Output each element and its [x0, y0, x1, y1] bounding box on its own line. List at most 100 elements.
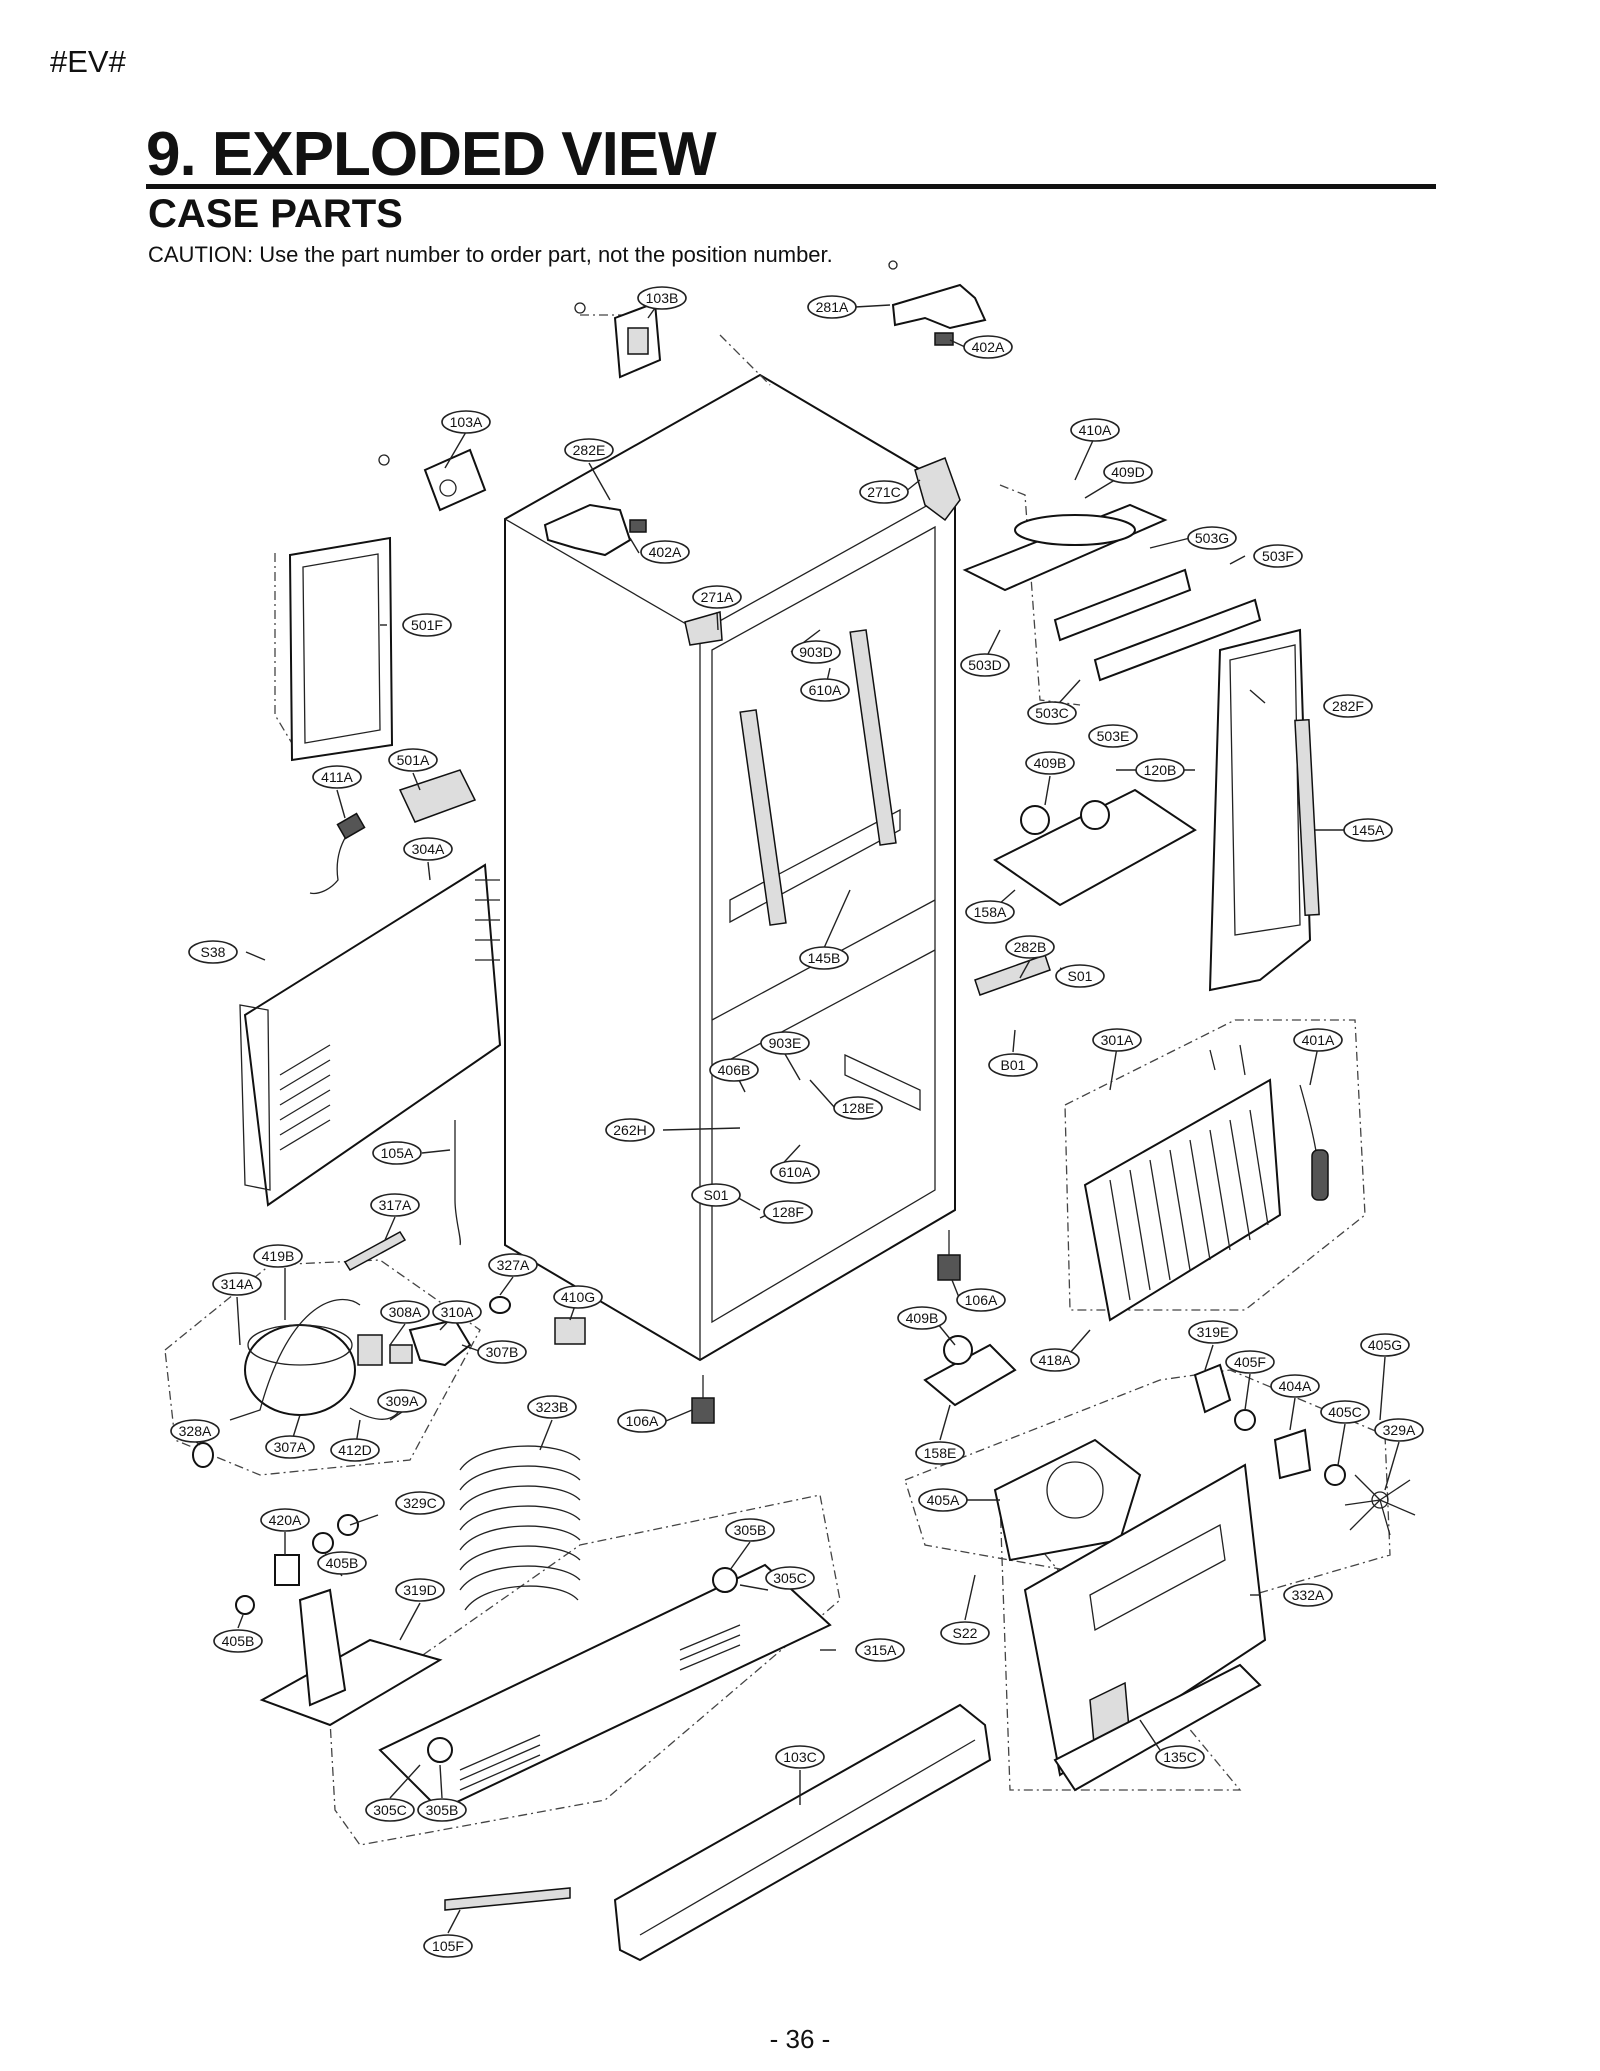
- callout-text: 158A: [974, 904, 1007, 920]
- callout-327a: 327A: [488, 1253, 538, 1277]
- callout-text: S01: [704, 1187, 729, 1203]
- callout-text: 120B: [1144, 762, 1177, 778]
- callout-420a: 420A: [260, 1508, 310, 1532]
- callout-text: 307A: [274, 1439, 307, 1455]
- callout-text: 319D: [403, 1582, 436, 1598]
- callout-410a: 410A: [1070, 418, 1120, 442]
- callout-319d: 319D: [395, 1578, 445, 1602]
- callout-text: 106A: [626, 1413, 659, 1429]
- callout-304a: 304A: [403, 837, 453, 861]
- callout-text: 106A: [965, 1292, 998, 1308]
- callout-308a: 308A: [380, 1300, 430, 1324]
- callout-282e: 282E: [564, 438, 614, 462]
- callout-106a: 106A: [617, 1409, 667, 1433]
- callout-text: 404A: [1279, 1378, 1312, 1394]
- callout-text: 319E: [1197, 1324, 1230, 1340]
- callout-409d: 409D: [1103, 460, 1153, 484]
- callout-128e: 128E: [833, 1096, 883, 1120]
- callout-text: 610A: [809, 682, 842, 698]
- callout-text: 315A: [864, 1642, 897, 1658]
- callout-135c: 135C: [1155, 1745, 1205, 1769]
- callout-text: 314A: [221, 1276, 254, 1292]
- callout-text: 401A: [1302, 1032, 1335, 1048]
- callout-503f: 503F: [1253, 544, 1303, 568]
- callout-145a: 145A: [1343, 818, 1393, 842]
- callout-145b: 145B: [799, 946, 849, 970]
- callout-text: 135C: [1163, 1749, 1196, 1765]
- callout-323b: 323B: [527, 1395, 577, 1419]
- callout-text: 503F: [1262, 548, 1294, 564]
- callout-text: 332A: [1292, 1587, 1325, 1603]
- callout-262h: 262H: [605, 1118, 655, 1142]
- callout-903d: 903D: [791, 640, 841, 664]
- callout-307a: 307A: [265, 1435, 315, 1459]
- callout-text: 308A: [389, 1304, 422, 1320]
- callout-317a: 317A: [370, 1193, 420, 1217]
- callout-text: S38: [201, 944, 226, 960]
- callout-text: 903E: [769, 1035, 802, 1051]
- callout-401a: 401A: [1293, 1028, 1343, 1052]
- callout-281a: 281A: [807, 295, 857, 319]
- callout-s01: S01: [1055, 964, 1105, 988]
- callout-text: 409B: [1034, 755, 1067, 771]
- callout-text: 310A: [441, 1304, 474, 1320]
- callout-120b: 120B: [1135, 758, 1185, 782]
- callout-text: 158E: [924, 1445, 957, 1461]
- callout-305c: 305C: [365, 1798, 415, 1822]
- callout-text: 503E: [1097, 728, 1130, 744]
- callout-text: 304A: [412, 841, 445, 857]
- callout-105f: 105F: [423, 1934, 473, 1958]
- callout-405f: 405F: [1225, 1350, 1275, 1374]
- callout-text: S22: [953, 1625, 978, 1641]
- callout-text: 405F: [1234, 1354, 1266, 1370]
- callout-503d: 503D: [960, 653, 1010, 677]
- callout-text: 282B: [1014, 939, 1047, 955]
- callout-text: 128E: [842, 1100, 875, 1116]
- callout-text: 323B: [536, 1399, 569, 1415]
- callout-328a: 328A: [170, 1419, 220, 1443]
- callout-103a: 103A: [441, 410, 491, 434]
- callout-text: 409B: [906, 1310, 939, 1326]
- callout-503g: 503G: [1187, 526, 1237, 550]
- callout-text: 903D: [799, 644, 832, 660]
- callout-309a: 309A: [377, 1389, 427, 1413]
- callout-301a: 301A: [1092, 1028, 1142, 1052]
- callout-s22: S22: [940, 1621, 990, 1645]
- callout-503c: 503C: [1027, 701, 1077, 725]
- callout-501f: 501F: [402, 613, 452, 637]
- page-number: - 36 -: [769, 2024, 831, 2054]
- callout-text: 419B: [262, 1248, 295, 1264]
- callout-text: 301A: [1101, 1032, 1134, 1048]
- parts: [192, 260, 1416, 1962]
- callout-text: S01: [1068, 968, 1093, 984]
- callout-text: 128F: [772, 1204, 804, 1220]
- callout-text: 327A: [497, 1257, 530, 1273]
- callout-text: 405A: [927, 1492, 960, 1508]
- callout-text: 501F: [411, 617, 443, 633]
- callout-305c: 305C: [765, 1566, 815, 1590]
- callout-405c: 405C: [1320, 1400, 1370, 1424]
- section-subtitle: CASE PARTS: [148, 192, 403, 236]
- callout-text: 402A: [972, 339, 1005, 355]
- callout-text: 305B: [426, 1802, 459, 1818]
- callout-s01: S01: [691, 1183, 741, 1207]
- callout-text: 503C: [1035, 705, 1068, 721]
- page-title: 9. EXPLODED VIEW: [146, 120, 717, 189]
- callout-402a: 402A: [640, 540, 690, 564]
- callout-text: 329A: [1383, 1422, 1416, 1438]
- callout-332a: 332A: [1283, 1583, 1333, 1607]
- callout-402a: 402A: [963, 335, 1013, 359]
- callout-329a: 329A: [1374, 1418, 1424, 1442]
- callout-405g: 405G: [1360, 1333, 1410, 1357]
- callout-text: 410A: [1079, 422, 1112, 438]
- document-tag: #EV#: [50, 44, 126, 79]
- callout-409b: 409B: [1025, 751, 1075, 775]
- callout-412d: 412D: [330, 1438, 380, 1462]
- callout-text: 412D: [338, 1442, 371, 1458]
- callout-text: 503D: [968, 657, 1001, 673]
- callout-text: 305B: [734, 1522, 767, 1538]
- callout-307b: 307B: [477, 1340, 527, 1364]
- callout-314a: 314A: [212, 1272, 262, 1296]
- callout-158e: 158E: [915, 1441, 965, 1465]
